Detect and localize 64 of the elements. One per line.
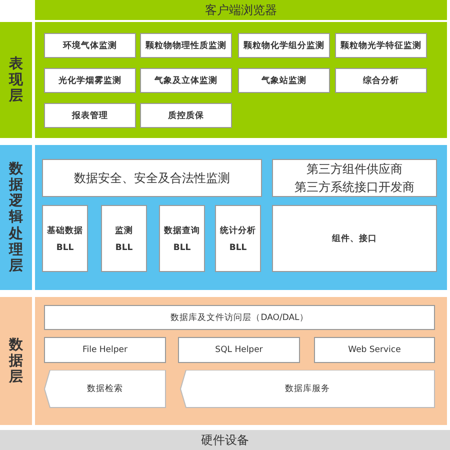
box-label: 数据查询 (164, 224, 200, 236)
box-label: 气象站监测 (262, 74, 306, 86)
box-label: 客户端浏览器 (205, 2, 277, 18)
box-label: 硬件设备 (201, 432, 249, 448)
module-box (335, 33, 427, 58)
box-label: SQL Helper (215, 345, 263, 355)
module-box (335, 68, 427, 93)
notched-box (180, 370, 435, 408)
box-label: 综合分析 (363, 74, 399, 86)
box-label: File Helper (82, 345, 128, 355)
module-box (272, 205, 437, 272)
module-box (42, 205, 88, 272)
module-box (314, 337, 435, 363)
module-box (272, 159, 437, 197)
header-band (35, 0, 447, 20)
box-label: 第三方系统接口开发商 (294, 178, 414, 196)
layer-title: 数据逻辑处理层 (8, 161, 24, 274)
module-box (44, 305, 435, 330)
layer-title: 数据层 (8, 336, 24, 386)
box-label: 第三方组件供应商 (306, 160, 402, 178)
box-label: Web Service (348, 345, 401, 355)
layer-panel (35, 145, 447, 290)
box-label: 数据库及文件访问层（DAO/DAL） (170, 312, 308, 324)
box-label: 报表管理 (72, 110, 108, 122)
layer-title: 表现层 (8, 56, 24, 104)
box-label: 数据安全、安全及合法性监测 (74, 170, 230, 186)
layer-label-band (0, 22, 32, 138)
module-box (215, 205, 261, 272)
module-box (238, 68, 330, 93)
box-label: 数据库服务 (285, 383, 330, 395)
box-label: 颗粒物化学组分监测 (244, 40, 324, 52)
module-box (44, 103, 136, 128)
module-box (101, 205, 147, 272)
module-box (159, 205, 205, 272)
box-label: BLL (173, 242, 191, 252)
layer-panel (35, 22, 447, 138)
module-box (140, 33, 232, 58)
layer-label-band (0, 297, 32, 425)
box-label: 组件、接口 (332, 232, 377, 244)
module-box (140, 68, 232, 93)
box-label: BLL (115, 242, 133, 252)
module-box (42, 159, 262, 197)
layer-panel (35, 297, 447, 425)
box-label: 颗粒物物理性质监测 (146, 40, 226, 52)
box-label: 数据检索 (87, 383, 123, 395)
box-label: 监测 (115, 224, 133, 236)
box-label: 光化学烟雾监测 (58, 74, 122, 86)
box-label: BLL (229, 242, 247, 252)
box-label: BLL (56, 242, 74, 252)
footer-band (0, 430, 450, 450)
box-label: 颗粒物光学特征监测 (340, 40, 422, 52)
module-box (178, 337, 300, 363)
box-label: 质控质保 (168, 110, 204, 122)
layer-label-band (0, 145, 32, 290)
module-box (238, 33, 330, 58)
module-box (44, 68, 136, 93)
notched-box (44, 370, 166, 408)
box-label: 统计分析 (220, 224, 256, 236)
module-box (44, 337, 166, 363)
module-box (140, 103, 232, 128)
module-box (44, 33, 136, 58)
box-label: 气象及立体监测 (154, 74, 218, 86)
box-label: 基础数据 (47, 224, 83, 236)
box-label: 环境气体监测 (63, 40, 117, 52)
